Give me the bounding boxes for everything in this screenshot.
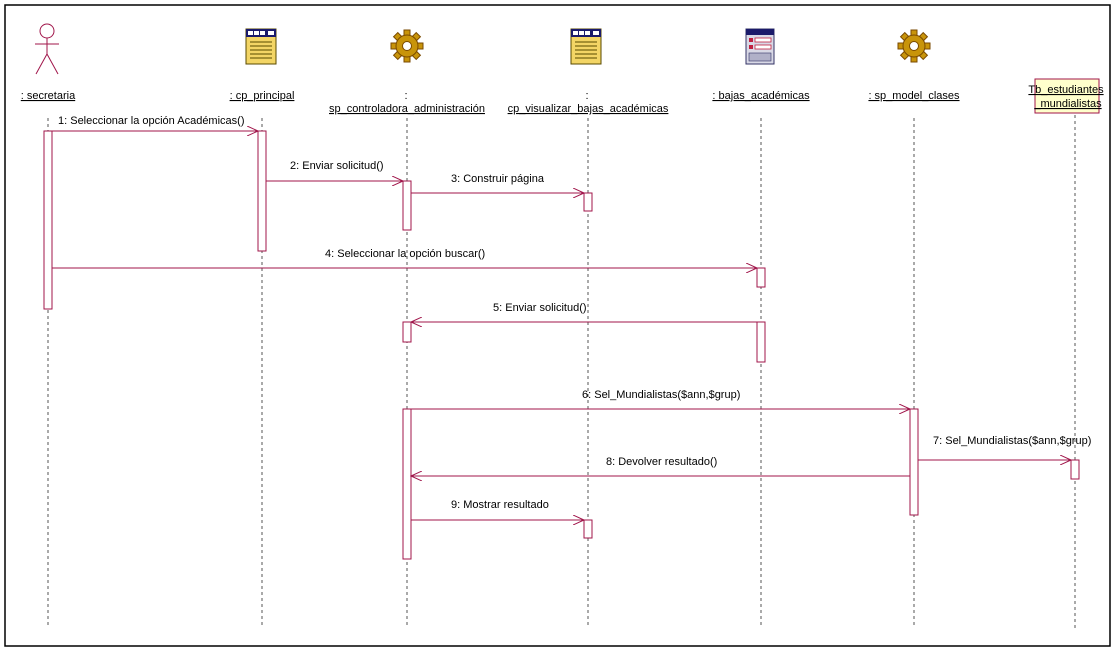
actor-icon (35, 23, 59, 75)
message-label-5: 5: Enviar solicitud() (493, 302, 587, 314)
gear-icon (897, 29, 931, 63)
activation-controladora-1 (402, 180, 412, 231)
participant-label-secretaria: : secretaria (21, 90, 76, 102)
participant-label-tb-line2: _mundialistas (1033, 98, 1102, 110)
participant-label-cp-principal: : cp_principal (230, 90, 295, 102)
participant-label-tb-line1: Tb_estudiantes (1028, 84, 1104, 96)
gear-icon (390, 29, 424, 63)
message-label-6: 6: Sel_Mundialistas($ann,$grup) (582, 389, 740, 401)
activation-cp-principal (257, 130, 267, 252)
activation-visualizar-1 (583, 192, 593, 212)
message-arrows (52, 131, 1071, 520)
activation-model-clases (909, 408, 919, 516)
activation-controladora-2 (402, 321, 412, 343)
participant-label-controladora: sp_controladora_administración (329, 103, 485, 115)
message-label-8: 8: Devolver resultado() (606, 456, 717, 468)
participant-label-top-visualizar: : (585, 90, 588, 102)
message-label-2: 2: Enviar solicitud() (290, 160, 384, 172)
activation-bajas-1 (756, 267, 766, 288)
activation-tb-estudiantes (1070, 459, 1080, 480)
message-label-1: 1: Seleccionar la opción Académicas() (58, 115, 244, 127)
message-label-3: 3: Construir página (451, 173, 545, 185)
participant-label-bajas: : bajas_académicas (712, 90, 810, 102)
activation-bajas-2 (756, 321, 766, 363)
message-label-9: 9: Mostrar resultado (451, 499, 549, 511)
activation-secretaria (43, 130, 53, 310)
web-page-icon (570, 28, 602, 65)
message-label-7: 7: Sel_Mundialistas($ann,$grup) (933, 435, 1091, 447)
participant-label-top-controladora: : (404, 90, 407, 102)
activation-controladora-3 (402, 408, 412, 560)
activations (43, 130, 1080, 560)
participant-label-visualizar: cp_visualizar_bajas_académicas (508, 103, 669, 115)
message-label-4: 4: Seleccionar la opción buscar() (325, 248, 485, 260)
activation-visualizar-2 (583, 519, 593, 539)
participant-label-model-clases: : sp_model_clases (868, 90, 960, 102)
form-icon (745, 28, 775, 65)
web-page-icon (245, 28, 277, 65)
diagram-frame (4, 4, 1111, 647)
table-box (1034, 78, 1100, 114)
